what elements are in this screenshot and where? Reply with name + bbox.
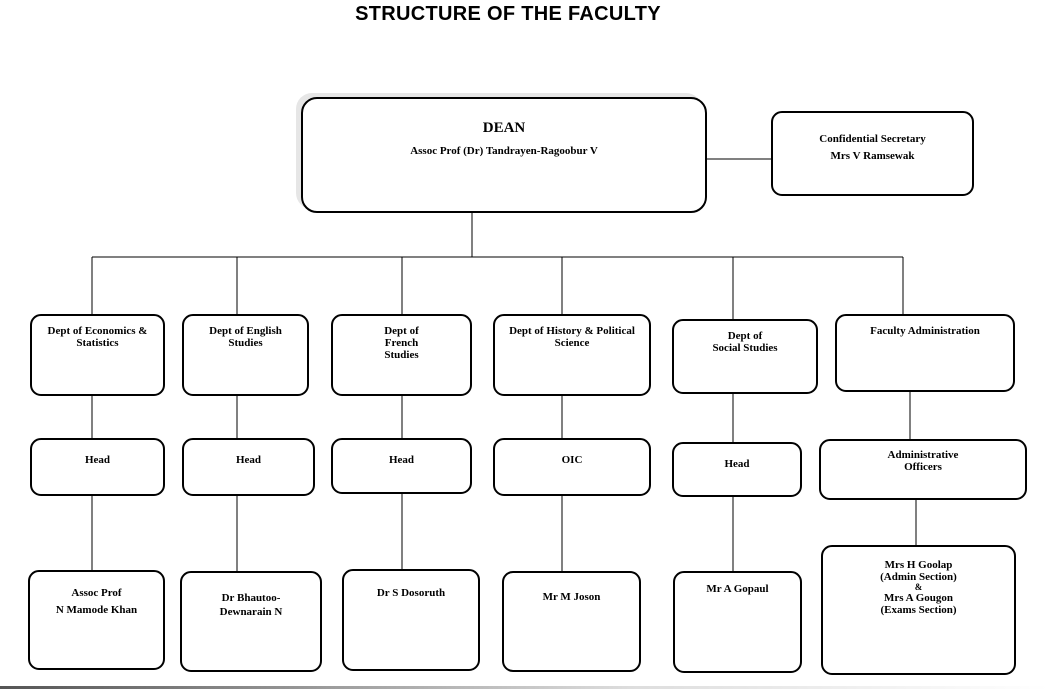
dept-name-line: Faculty Administration bbox=[870, 325, 980, 337]
person-box: Dr Bhautoo- Dewnarain N bbox=[180, 571, 322, 672]
person-name: Assoc Prof bbox=[71, 587, 122, 599]
person-name: Mr M Joson bbox=[542, 591, 601, 603]
person-name: Mrs A Gougon bbox=[883, 592, 954, 604]
role-label: Head bbox=[724, 458, 750, 470]
secretary-title: Confidential Secretary bbox=[819, 133, 926, 145]
person-box: Mr M Joson bbox=[502, 571, 641, 672]
role-box: Head bbox=[182, 438, 315, 496]
person-box: Mr A Gopaul bbox=[673, 571, 802, 673]
page-title: STRUCTURE OF THE FACULTY bbox=[355, 3, 661, 25]
dept-name-line: Dept of bbox=[384, 325, 419, 337]
person-box: Assoc Prof N Mamode Khan bbox=[28, 570, 165, 670]
dept-name-line: French bbox=[384, 337, 419, 349]
dept-box-economics: Dept of Economics & Statistics bbox=[30, 314, 165, 396]
role-label: Administrative bbox=[887, 449, 959, 461]
dept-name-line: Dept of bbox=[727, 330, 763, 342]
role-label: OIC bbox=[561, 454, 583, 466]
person-name: Dewnarain N bbox=[219, 606, 283, 618]
dept-name-line: Dept of Economics & bbox=[47, 325, 148, 337]
person-name: Mrs H Goolap bbox=[884, 559, 953, 571]
dean-name: Assoc Prof (Dr) Tandrayen-Ragoobur V bbox=[410, 145, 598, 157]
person-section: (Admin Section) bbox=[880, 571, 957, 583]
dept-name-line: Dept of English bbox=[209, 325, 282, 337]
person-name: Dr S Dosoruth bbox=[376, 587, 446, 599]
role-box: Head bbox=[30, 438, 165, 496]
dept-name-line: Social Studies bbox=[712, 342, 778, 354]
dept-name-line: Studies bbox=[228, 337, 263, 349]
person-name: N Mamode Khan bbox=[55, 604, 138, 616]
role-box: Head bbox=[331, 438, 472, 494]
dept-box-history: Dept of History & Political Science bbox=[493, 314, 651, 396]
dean-title: DEAN bbox=[482, 120, 526, 136]
dept-name-line: Science bbox=[554, 337, 590, 349]
bottom-edge bbox=[0, 686, 1049, 689]
dept-box-admin: Faculty Administration bbox=[835, 314, 1015, 392]
dept-name-line: Studies bbox=[384, 349, 419, 361]
secretary-box: Confidential Secretary Mrs V Ramsewak bbox=[771, 111, 974, 196]
role-label: Head bbox=[235, 454, 262, 466]
dept-name-line: Statistics bbox=[76, 337, 119, 349]
role-box: Head bbox=[672, 442, 802, 497]
dept-name-line: Dept of History & Political bbox=[509, 325, 635, 337]
person-ampersand: & bbox=[914, 582, 923, 592]
person-box: Dr S Dosoruth bbox=[342, 569, 480, 671]
role-box: Administrative Officers bbox=[819, 439, 1027, 500]
dept-box-french: Dept of French Studies bbox=[331, 314, 472, 396]
person-name: Dr Bhautoo- bbox=[221, 592, 281, 604]
secretary-name: Mrs V Ramsewak bbox=[830, 150, 915, 162]
person-name: Mr A Gopaul bbox=[706, 583, 769, 595]
dept-box-english: Dept of English Studies bbox=[182, 314, 309, 396]
role-label: Officers bbox=[904, 461, 942, 473]
dean-box: DEAN Assoc Prof (Dr) Tandrayen-Ragoobur … bbox=[301, 97, 707, 213]
role-box: OIC bbox=[493, 438, 651, 496]
person-section: (Exams Section) bbox=[880, 604, 957, 616]
role-label: Head bbox=[388, 454, 415, 466]
role-label: Head bbox=[84, 454, 111, 466]
person-box: Mrs H Goolap (Admin Section) & Mrs A Gou… bbox=[821, 545, 1016, 675]
dept-box-social: Dept of Social Studies bbox=[672, 319, 818, 394]
